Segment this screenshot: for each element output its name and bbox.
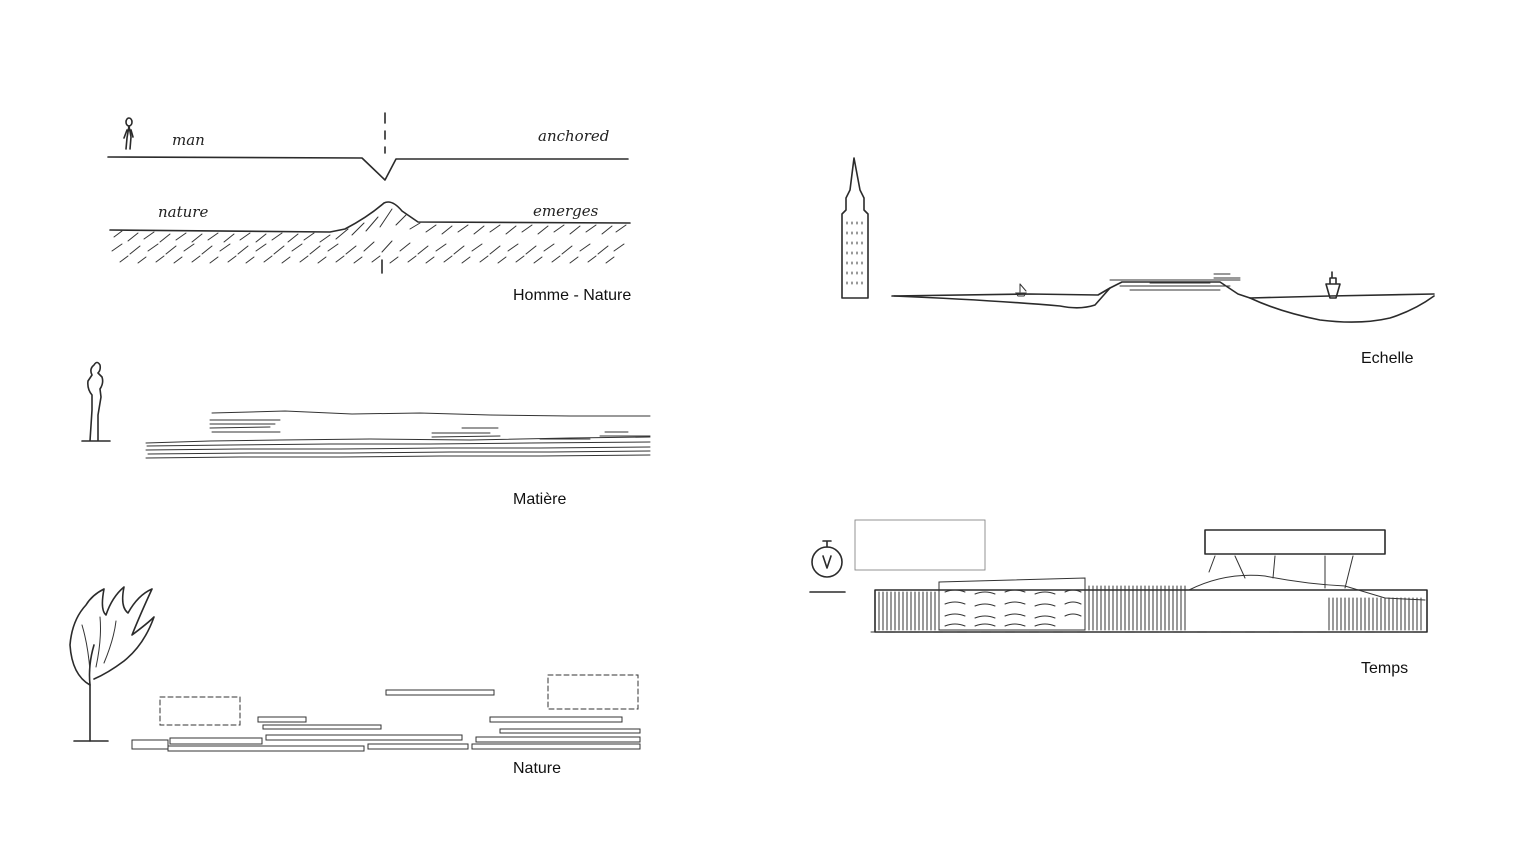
earth-hatching (111, 208, 627, 264)
homme-nature-sketch: man anchored nature emerges (100, 105, 640, 280)
person-figure-icon (123, 117, 134, 150)
caption-temps: Temps (1361, 660, 1409, 677)
seabed-right (1249, 295, 1435, 323)
time-block (874, 589, 1428, 633)
caption-homme-nature: Homme - Nature (513, 287, 632, 304)
bridge-slab (1204, 529, 1386, 555)
nature-ground-line (109, 201, 631, 233)
man-ground-line (107, 156, 629, 181)
sailboat-icon (1015, 283, 1027, 297)
word-emerges: emerges (533, 202, 599, 220)
water-line (891, 281, 1435, 299)
nature-platforms (131, 674, 641, 752)
island-texture (1109, 273, 1241, 291)
word-nature: nature (158, 203, 208, 221)
nature-sketch (60, 575, 660, 755)
echelle-sketch (830, 150, 1450, 340)
caption-nature: Nature (513, 760, 562, 777)
skyscraper-icon (841, 157, 869, 299)
word-anchored: anchored (538, 127, 609, 145)
caption-echelle: Echelle (1361, 350, 1414, 367)
stopwatch-icon (809, 540, 846, 593)
windblown-tree-icon (69, 586, 155, 742)
material-strata-lines (145, 410, 651, 459)
matiere-sketch (70, 355, 670, 470)
temps-sketch (805, 519, 1445, 650)
word-man: man (172, 131, 205, 149)
ship-icon (1325, 271, 1341, 299)
seabed-line (893, 287, 1111, 309)
block-hatching (878, 574, 1426, 631)
standing-person-icon (81, 361, 111, 442)
caption-matiere: Matière (513, 491, 567, 508)
